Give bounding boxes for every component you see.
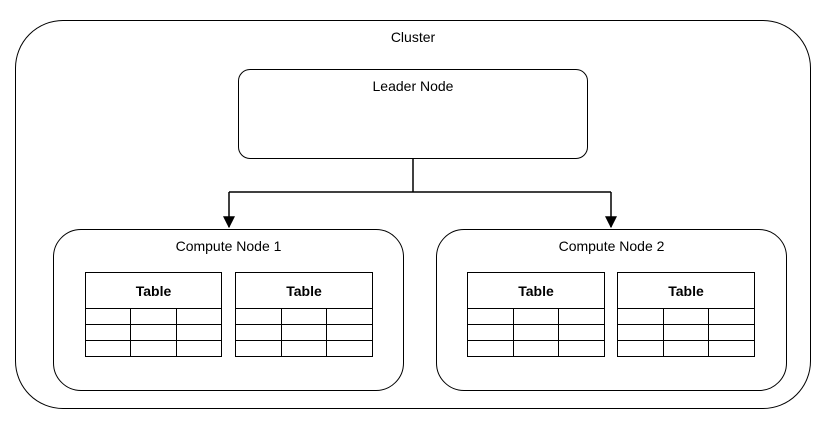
- table-cell: [280, 308, 328, 325]
- table-header: Table: [235, 272, 373, 309]
- table-cell: [467, 340, 514, 357]
- table-cell: [512, 324, 560, 341]
- leader-node-box: Leader Node: [238, 69, 588, 159]
- table-cell: [326, 308, 373, 325]
- table-cell: [84, 340, 132, 357]
- table-row: [84, 308, 223, 325]
- table-cell: [708, 340, 755, 357]
- compute-node-2-label: Compute Node 2: [558, 238, 665, 254]
- table-cell: [558, 324, 605, 341]
- table-cell: [280, 340, 328, 357]
- compute-node-1-table-2: Table: [235, 272, 373, 357]
- table-row: [84, 340, 223, 357]
- table-header: Table: [617, 272, 755, 309]
- table-row: [467, 308, 605, 325]
- table-cell: [175, 308, 223, 325]
- table-cell: [617, 308, 664, 325]
- table-cell: [617, 324, 664, 341]
- table-cell: [175, 340, 223, 357]
- table-cell: [662, 340, 710, 357]
- table-row: [617, 340, 755, 357]
- table-row: Table: [467, 272, 605, 309]
- table-row: Table: [85, 272, 222, 309]
- table-cell: [235, 308, 282, 325]
- table-row: [235, 340, 373, 357]
- table-row: [617, 324, 755, 341]
- table-cell: [326, 340, 373, 357]
- table-cell: [708, 324, 755, 341]
- table-cell: [84, 324, 132, 341]
- table-row: [617, 308, 755, 325]
- table-cell: [662, 324, 710, 341]
- compute-node-1-label: Compute Node 1: [175, 238, 282, 254]
- table-cell: [512, 308, 560, 325]
- table-cell: [175, 324, 223, 341]
- table-cell: [130, 340, 177, 357]
- table-cell: [130, 324, 177, 341]
- table-cell: [235, 340, 282, 357]
- table-cell: [84, 308, 132, 325]
- table-cell: [467, 308, 514, 325]
- table-row: [467, 324, 605, 341]
- compute-node-2-table-1: Table: [467, 272, 605, 357]
- cluster-label: Cluster: [390, 29, 436, 45]
- table-cell: [617, 340, 664, 357]
- table-cell: [467, 324, 514, 341]
- leader-node-label: Leader Node: [372, 78, 454, 94]
- table-row: Table: [235, 272, 373, 309]
- table-cell: [708, 308, 755, 325]
- table-row: Table: [617, 272, 755, 309]
- table-cell: [558, 308, 605, 325]
- table-cell: [512, 340, 560, 357]
- table-cell: [326, 324, 373, 341]
- table-cell: [130, 308, 177, 325]
- table-cell: [280, 324, 328, 341]
- compute-node-1-table-1: Table: [84, 272, 223, 357]
- table-row: [235, 308, 373, 325]
- table-row: [467, 340, 605, 357]
- table-cell: [235, 324, 282, 341]
- table-header: Table: [467, 272, 605, 309]
- table-row: [84, 324, 223, 341]
- table-row: [235, 324, 373, 341]
- compute-node-2-table-2: Table: [617, 272, 755, 357]
- table-cell: [662, 308, 710, 325]
- table-header: Table: [85, 272, 222, 309]
- table-cell: [558, 340, 605, 357]
